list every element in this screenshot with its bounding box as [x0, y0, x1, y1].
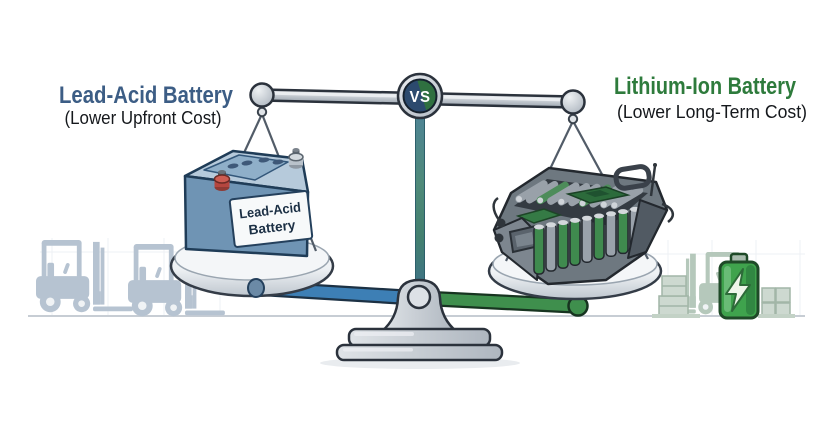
- pack-handle: [613, 164, 652, 191]
- lithium-ion-battery-pack: [492, 163, 675, 286]
- lightning-bolt-icon: [725, 268, 751, 312]
- beam-knob-left: [249, 82, 275, 108]
- scale-post: [415, 111, 425, 293]
- pack-wire: [661, 202, 675, 223]
- left-title: Lead-Acid Battery: [59, 82, 234, 109]
- pack-knob: [496, 218, 506, 228]
- pan-hook-knob: [247, 278, 265, 298]
- charged-battery-icon: [718, 252, 760, 320]
- beam-knob-right: [560, 89, 586, 115]
- forklift-icon: [36, 240, 133, 313]
- crate-stack-icon: [652, 275, 700, 318]
- battery-label: Lead-Acid Battery: [228, 190, 314, 248]
- pivot-hole: [406, 284, 432, 310]
- battery-terminal-positive: [213, 170, 231, 191]
- hanger-ring-right: [567, 113, 579, 125]
- lower-beam-right: [413, 292, 583, 312]
- right-subtitle: (Lower Long-Term Cost): [617, 101, 807, 122]
- base-plate-lower: [335, 343, 504, 362]
- vent-slots: [227, 157, 284, 169]
- pack-wire: [492, 196, 501, 221]
- left-subtitle: (Lower Upfront Cost): [65, 107, 222, 128]
- pack-antenna: [649, 165, 657, 197]
- battery-label-line1: Lead-Acid: [238, 200, 301, 222]
- circuit-board-small: [515, 208, 563, 224]
- pack-front-cells: [533, 207, 641, 275]
- battery-label-line2: Battery: [248, 217, 297, 237]
- vs-right-half: [417, 79, 437, 113]
- scale-base: [320, 278, 520, 369]
- crate-stack-icon: [758, 287, 795, 318]
- right-title: Lithium-Ion Battery: [614, 73, 797, 100]
- vs-label: VS: [410, 89, 431, 106]
- lead-acid-battery: Lead-Acid Battery: [183, 148, 314, 258]
- pack-knob: [494, 233, 504, 243]
- vs-badge: VS: [396, 72, 444, 120]
- battery-terminal-negative: [288, 148, 304, 169]
- base-plate-upper: [347, 327, 492, 348]
- lower-beam: [247, 280, 589, 317]
- hanger-ring-left: [256, 106, 268, 118]
